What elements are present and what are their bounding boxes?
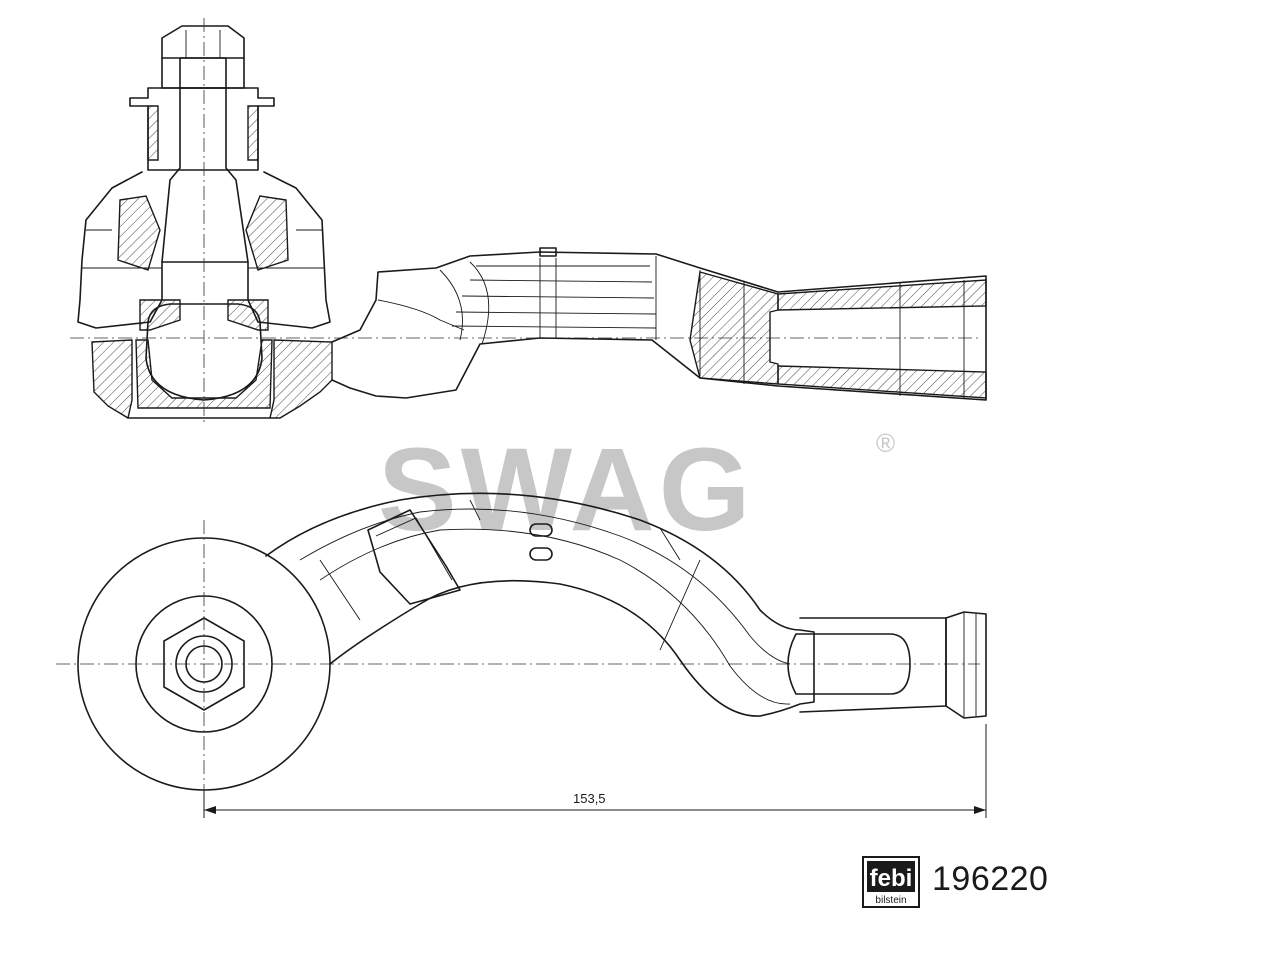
housing-section — [91, 339, 333, 419]
swag-watermark: SWAG ® — [378, 424, 895, 556]
logo-brand: febi — [870, 865, 913, 892]
arm-marking-slot-1 — [529, 523, 553, 537]
bore-wall-section — [689, 271, 779, 385]
part-number: 196220 — [932, 860, 1049, 898]
top-view — [56, 492, 987, 812]
logo-sub: bilstein — [875, 895, 906, 906]
stud-nut-hexagon — [163, 617, 245, 711]
arm-marking-slot-2 — [529, 547, 553, 561]
arm-top-outline — [265, 492, 815, 717]
tube-slot — [787, 633, 911, 695]
febi-bilstein-logo: febi bilstein — [862, 856, 920, 908]
stud-thread-body — [161, 57, 245, 89]
section-view — [70, 18, 987, 424]
arm-flat-pocket — [367, 509, 461, 605]
stud-thread-top — [161, 25, 245, 59]
threaded-tube — [799, 617, 947, 713]
dimension-value: 153,5 — [573, 791, 606, 806]
overall-length-dimension: 153,5 — [203, 724, 987, 818]
ball-seat — [135, 339, 273, 409]
arm-side-outline — [331, 251, 987, 401]
stud-shank — [161, 87, 249, 263]
watermark-text: SWAG — [378, 424, 755, 556]
watermark-registered-mark: ® — [876, 428, 895, 458]
tube-end-collar — [945, 611, 987, 719]
arm-lug — [539, 247, 557, 257]
stud-center-block — [179, 57, 227, 89]
